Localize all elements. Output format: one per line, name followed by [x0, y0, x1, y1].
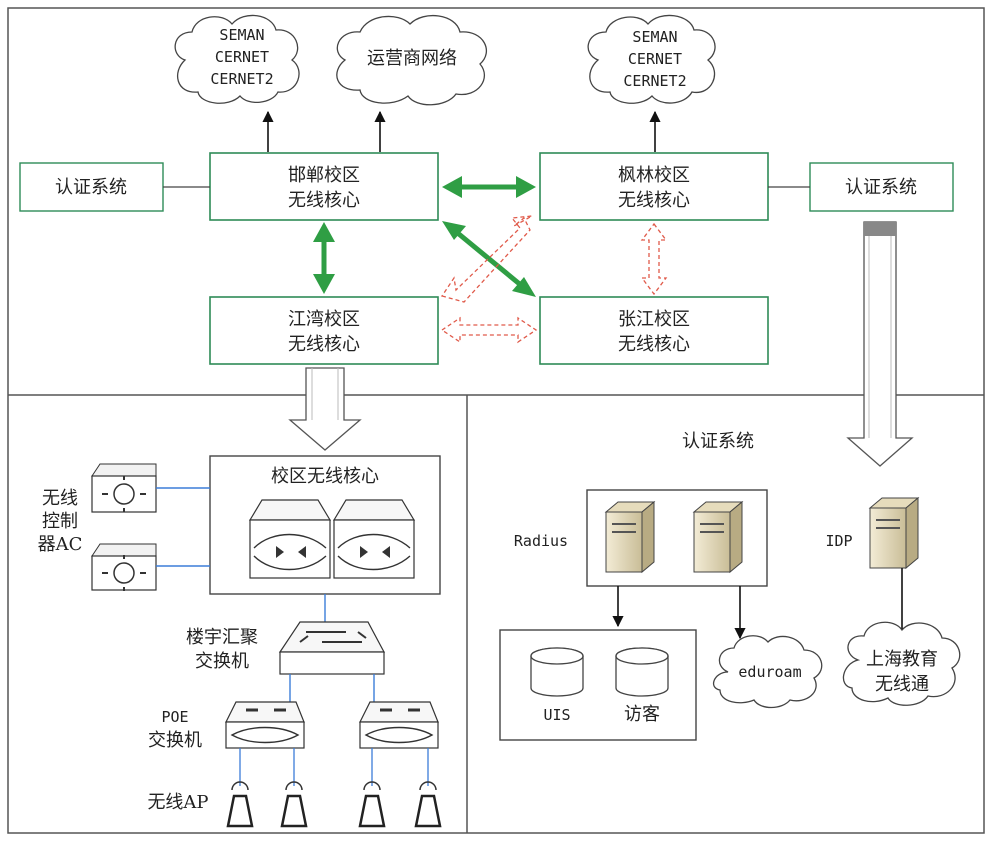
cloud-right-line3: CERNET2 — [623, 72, 686, 90]
cloud-carrier: 运营商网络 — [336, 14, 488, 106]
link-handan-jiangwan — [313, 222, 335, 294]
idp-server-icon — [868, 496, 920, 570]
cloud-carrier-label: 运营商网络 — [367, 48, 457, 69]
outer-frame — [7, 7, 985, 834]
aggregation-label-line2: 交换机 — [195, 651, 249, 672]
ac-device-icon — [91, 463, 157, 513]
core-switch-icon — [332, 499, 416, 579]
core-jiangwan-line1: 江湾校区 — [288, 309, 360, 330]
cloud-left-line1: SEMAN — [219, 26, 264, 44]
eduroam-label: eduroam — [738, 663, 801, 681]
cloud-shanghai: 上海教育 无线通 — [842, 621, 961, 706]
core-jiangwan-line2: 无线核心 — [288, 334, 360, 355]
server-icon — [604, 500, 656, 574]
db-guest-label: 访客 — [624, 704, 660, 725]
core-handan: 邯郸校区 无线核心 — [209, 152, 439, 221]
core-fenglin-line2: 无线核心 — [618, 190, 690, 211]
aggregation-switch-icon — [278, 621, 385, 675]
db-uis-label: UIS — [543, 706, 570, 724]
core-handan-line1: 邯郸校区 — [288, 165, 360, 186]
cloud-eduroam: eduroam — [712, 635, 823, 709]
poe-switch-icon — [225, 701, 305, 749]
ac-device-icon — [91, 543, 157, 591]
core-zhangjiang: 张江校区 无线核心 — [539, 296, 769, 365]
auth-box-right: 认证系统 — [809, 162, 954, 212]
link-fenglin-zhangjiang-dashed — [640, 222, 668, 296]
ap-icon — [358, 781, 386, 828]
cloud-seman-left: SEMAN CERNET CERNET2 — [174, 14, 300, 104]
campus-core-label: 校区无线核心 — [271, 466, 379, 487]
ac-label-line1: 无线 — [42, 488, 78, 509]
campus-core-box: 校区无线核心 — [209, 455, 441, 595]
core-switch-icon — [248, 499, 332, 579]
core-zhangjiang-line1: 张江校区 — [618, 309, 690, 330]
radius-label: Radius — [514, 532, 568, 550]
auth-left-label: 认证系统 — [55, 177, 127, 198]
link-handan-fenglin — [442, 176, 536, 198]
link-jiangwan-fenglin-dashed — [440, 215, 533, 303]
link-jiangwan-zhangjiang-dashed — [440, 316, 538, 344]
ap-icon — [414, 781, 442, 828]
hollow-arrow-down-right — [846, 221, 914, 467]
auth-section-title: 认证系统 — [682, 431, 754, 452]
poe-label-line1: POE — [161, 708, 188, 726]
ac-label-line2: 控制 — [42, 511, 78, 532]
ac-label-line3: 器AC — [38, 534, 83, 555]
core-zhangjiang-line2: 无线核心 — [618, 334, 690, 355]
hollow-arrow-down-left — [288, 367, 362, 451]
poe-switch-icon — [359, 701, 439, 749]
core-handan-line2: 无线核心 — [288, 190, 360, 211]
ap-icon — [280, 781, 308, 828]
aggregation-label-line1: 楼宇汇聚 — [186, 627, 258, 648]
ap-label: 无线AP — [147, 792, 208, 813]
cloud-left-line2: CERNET — [215, 48, 269, 66]
idp-label: IDP — [825, 532, 852, 550]
cloud-right-line1: SEMAN — [632, 28, 677, 46]
shanghai-label-line1: 上海教育 — [866, 649, 938, 670]
core-fenglin-line1: 枫林校区 — [618, 165, 690, 186]
link-handan-zhangjiang — [442, 221, 536, 297]
cloud-seman-right: SEMAN CERNET CERNET2 — [587, 14, 716, 104]
database-icon — [615, 647, 669, 697]
cloud-right-line2: CERNET — [628, 50, 682, 68]
auth-box-left: 认证系统 — [19, 162, 164, 212]
core-fenglin: 枫林校区 无线核心 — [539, 152, 769, 221]
server-icon — [692, 500, 744, 574]
cloud-left-line3: CERNET2 — [210, 70, 273, 88]
shanghai-label-line2: 无线通 — [875, 674, 929, 695]
database-icon — [530, 647, 584, 697]
poe-label-line2: 交换机 — [148, 730, 202, 751]
auth-right-label: 认证系统 — [845, 177, 917, 198]
ap-icon — [226, 781, 254, 828]
core-jiangwan: 江湾校区 无线核心 — [209, 296, 439, 365]
